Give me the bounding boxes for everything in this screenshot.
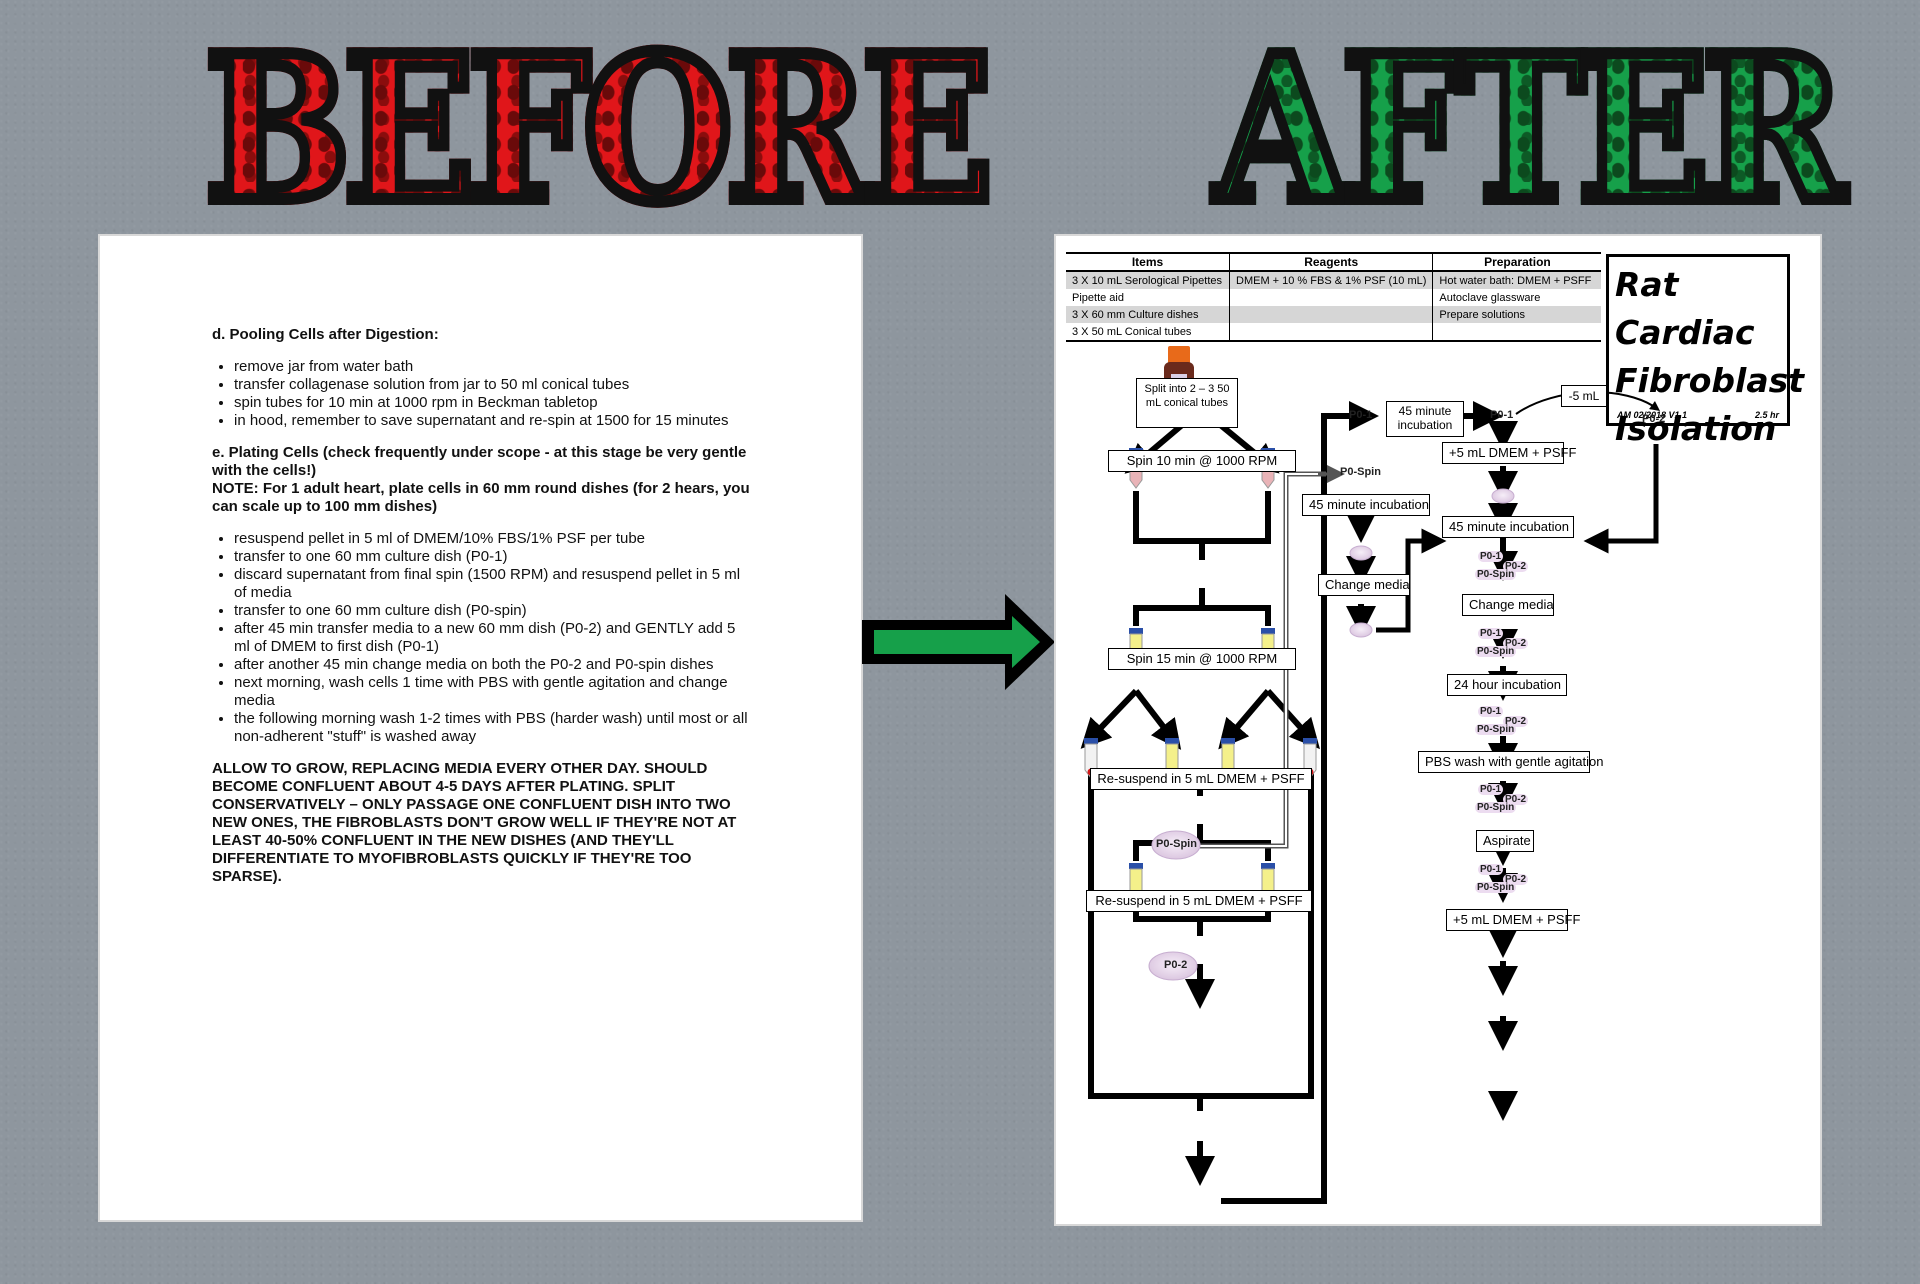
table-cell: 3 X 10 mL Serological Pipettes: [1066, 271, 1230, 289]
list-item: next morning, wash cells 1 time with PBS…: [234, 674, 752, 710]
dish-cluster-label: P0-Spin: [1475, 882, 1517, 893]
title-line: Fibroblast: [1615, 361, 1805, 400]
dish-p0-1: P0-2: [1164, 959, 1188, 971]
list-item: transfer collagenase solution from jar t…: [234, 376, 752, 394]
note-text: NOTE: For 1 adult heart, plate cells in …: [212, 480, 750, 515]
title-line: Cardiac: [1615, 313, 1755, 352]
dish-cluster-label: P0-1: [1478, 551, 1504, 562]
step-split: Split into 2 – 3 50 mL conical tubes: [1136, 378, 1238, 428]
table-header: Items: [1066, 252, 1230, 272]
list-item: resuspend pellet in 5 ml of DMEM/10% FBS…: [234, 530, 752, 548]
dish-cluster-label: P0-2: [1503, 561, 1529, 572]
section-d-heading: d. Pooling Cells after Digestion:: [212, 326, 439, 343]
list-item: spin tubes for 10 min at 1000 rpm in Bec…: [234, 394, 752, 412]
dish-cluster-label: P0-2: [1503, 716, 1529, 727]
list-item: the following morning wash 1-2 times wit…: [234, 710, 752, 746]
list-item: discard supernatant from final spin (150…: [234, 566, 752, 602]
table-row: 3 X 10 mL Serological Pipettes DMEM + 10…: [1066, 271, 1602, 289]
section-e-heading: e. Plating Cells (check frequently under…: [212, 444, 747, 479]
step-45-min-incubation-b: 45 minute incubation: [1302, 494, 1430, 516]
dish-cluster-label: P0-1: [1478, 706, 1504, 717]
culture-dish-icon: [1491, 488, 1515, 504]
version-footer: AM 02/2018 V1.1: [1617, 410, 1688, 420]
dish-cluster-label: P0-2: [1503, 638, 1529, 649]
table-cell: [1228, 323, 1433, 342]
label-p0-1-right: P0-1: [1490, 409, 1514, 421]
title-line: Isolation: [1615, 409, 1777, 448]
culture-dish-icon: [1349, 622, 1373, 638]
table-header: Reagents: [1228, 252, 1433, 272]
dish-cluster-label: P0-1: [1478, 784, 1504, 795]
step-spin-15: Spin 15 min @ 1000 RPM: [1108, 648, 1296, 670]
dish-cluster-label: P0-2: [1503, 794, 1529, 805]
step-resuspend-1: Re-suspend in 5 mL DMEM + PSFF: [1090, 768, 1312, 790]
list-item: transfer to one 60 mm culture dish (P0-s…: [234, 602, 752, 620]
dish-cluster-label: P0-Spin: [1475, 569, 1517, 580]
before-heading: BEFORE: [200, 12, 998, 247]
label-p0-2: P0-2: [1642, 413, 1666, 425]
step-pbs-wash: PBS wash with gentle agitation: [1418, 751, 1604, 773]
culture-dish-icon: [1349, 545, 1373, 561]
protocol-title-box: Rat Cardiac Fibroblast Isolation AM 02/2…: [1606, 254, 1805, 448]
protocol-text: d. Pooling Cells after Digestion: remove…: [212, 326, 752, 886]
step-resuspend-2: Re-suspend in 5 mL DMEM + PSFF: [1086, 890, 1312, 912]
table-cell: Autoclave glassware: [1432, 289, 1602, 306]
table-cell: Pipette aid: [1072, 291, 1124, 304]
step-change-media-b: Change media: [1462, 594, 1554, 616]
step-45-min-incubation-c: 45 minute incubation: [1442, 516, 1574, 538]
label-p0-1: P0-1: [1349, 409, 1373, 421]
dish-cluster-label: P0-1: [1478, 628, 1504, 639]
duration-footer: 2.5 hr: [1754, 410, 1779, 420]
culture-dish-icon: [1148, 951, 1198, 981]
dish-cluster-label: P0-1: [1478, 864, 1504, 875]
table-cell: [1228, 306, 1433, 323]
section-d-list: remove jar from water bathtransfer colla…: [212, 358, 752, 430]
step-plus-5-ml-a: +5 mL DMEM + PSFF: [1442, 442, 1576, 464]
table-header: Preparation: [1432, 252, 1602, 272]
before-document: d. Pooling Cells after Digestion: remove…: [100, 236, 861, 1220]
list-item: remove jar from water bath: [234, 358, 752, 376]
dish-cluster-label: P0-Spin: [1475, 646, 1517, 657]
table-cell: [1432, 323, 1602, 342]
table-cell: Prepare solutions: [1432, 306, 1602, 323]
dish-cluster-label: P0-Spin: [1475, 724, 1517, 735]
after-document: Items Reagents Preparation 3 X 10 mL Ser…: [1056, 236, 1820, 1224]
list-item: after 45 min transfer media to a new 60 …: [234, 620, 752, 656]
right-arrow-icon: [862, 594, 1055, 690]
culture-dish-icon: [1151, 830, 1201, 860]
step-24-hour-incubation: 24 hour incubation: [1447, 674, 1567, 696]
dish-p0-spin: P0-Spin: [1156, 838, 1197, 850]
table-row: Pipette aid Autoclave glassware: [1066, 289, 1602, 306]
list-item: transfer to one 60 mm culture dish (P0-1…: [234, 548, 752, 566]
label-p0-spin: P0-Spin: [1340, 466, 1381, 478]
step-45-min-incubation-a: 45 minute incubation: [1386, 401, 1464, 437]
title-line: Rat: [1615, 265, 1679, 304]
requirements-table: Items Reagents Preparation 3 X 10 mL Ser…: [1066, 252, 1602, 342]
dish-cluster-label: P0-2: [1503, 874, 1529, 885]
step-spin-10: Spin 10 min @ 1000 RPM: [1108, 450, 1296, 472]
after-heading: AFTER: [1210, 12, 1850, 247]
step-minus-5-ml: -5 mL: [1561, 385, 1607, 407]
table-row: 3 X 60 mm Culture dishes Prepare solutio…: [1066, 306, 1602, 323]
section-e-list: resuspend pellet in 5 ml of DMEM/10% FBS…: [212, 530, 752, 746]
list-item: after another 45 min change media on bot…: [234, 656, 752, 674]
table-cell: [1228, 289, 1433, 306]
table-cell: DMEM + 10 % FBS & 1% PSF (10 mL): [1228, 271, 1433, 289]
table-cell: 3 X 50 mL Conical tubes: [1066, 323, 1230, 342]
closing-text: ALLOW TO GROW, REPLACING MEDIA EVERY OTH…: [212, 760, 737, 885]
table-cell: 3 X 60 mm Culture dishes: [1066, 306, 1230, 323]
step-change-media-a: Change media: [1318, 574, 1410, 596]
step-plus-5-ml-b: +5 mL DMEM + PSFF: [1446, 909, 1580, 931]
table-cell: Hot water bath: DMEM + PSFF: [1432, 271, 1602, 289]
step-aspirate: Aspirate: [1476, 830, 1534, 852]
dish-cluster-label: P0-Spin: [1475, 802, 1517, 813]
table-row: 3 X 50 mL Conical tubes: [1066, 323, 1602, 342]
list-item: in hood, remember to save supernatant an…: [234, 412, 752, 430]
